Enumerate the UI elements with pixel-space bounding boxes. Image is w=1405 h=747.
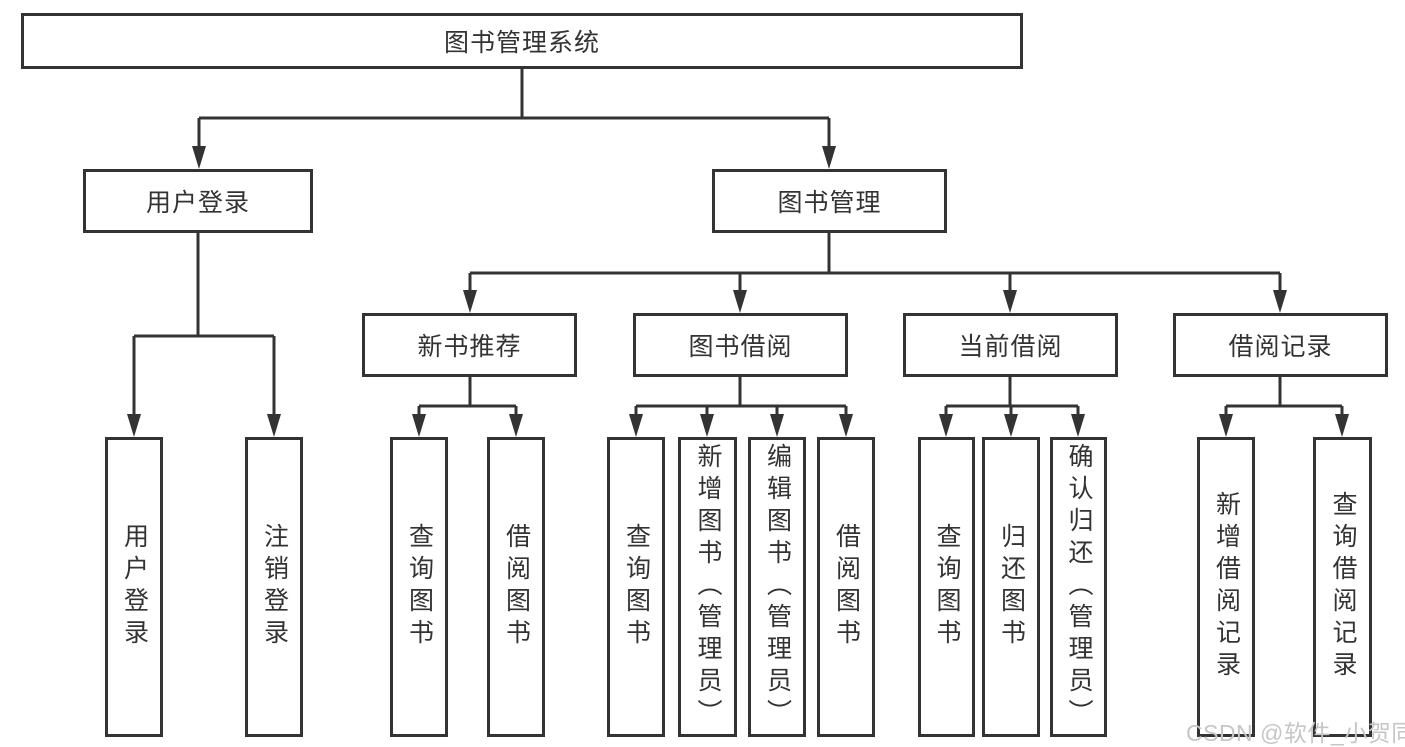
node-current-borrowing: 当前借阅 xyxy=(903,313,1118,377)
arrow-icon xyxy=(733,290,747,313)
leaf-label: 注销登录 xyxy=(260,523,289,651)
leaf-add-books-admin: 新增图书（管理员） xyxy=(678,437,737,737)
leaf-label: 查询图书 xyxy=(933,523,961,651)
leaf-confirm-return-admin: 确认归还（管理员） xyxy=(1050,437,1107,737)
arrow-icon xyxy=(192,146,206,169)
arrow-icon xyxy=(267,414,281,437)
connector-root-to-level2 xyxy=(197,69,831,150)
leaf-label: 查询借阅记录 xyxy=(1329,491,1357,683)
leaf-label: 新增借阅记录 xyxy=(1212,491,1241,683)
leaf-query-borrow-record: 查询借阅记录 xyxy=(1313,437,1372,737)
leaf-user-login: 用户登录 xyxy=(105,437,163,737)
arrow-icon xyxy=(1003,290,1017,313)
leaf-query-books-current: 查询图书 xyxy=(918,437,975,737)
connector-management-to-level3 xyxy=(468,233,1282,293)
leaf-add-borrow-record: 新增借阅记录 xyxy=(1197,437,1255,737)
leaf-label: 查询图书 xyxy=(622,523,651,651)
arrow-icon xyxy=(463,290,477,313)
leaf-borrow-books-borrowing: 借阅图书 xyxy=(817,437,875,737)
arrow-icon xyxy=(700,414,714,437)
connector-records-to-leaves xyxy=(1224,377,1344,417)
arrow-icon xyxy=(770,414,784,437)
leaf-borrow-books-recommend: 借阅图书 xyxy=(487,437,545,737)
node-book-borrowing: 图书借阅 xyxy=(633,313,848,377)
leaf-label: 用户登录 xyxy=(120,523,149,651)
arrow-icon xyxy=(1004,414,1018,437)
leaf-label: 归还图书 xyxy=(997,523,1026,651)
csdn-watermark: CSDN @软件_小贺同学 xyxy=(1186,720,1405,746)
arrow-icon xyxy=(412,414,426,437)
arrow-icon xyxy=(822,146,836,169)
arrow-icon xyxy=(127,414,141,437)
leaf-label: 确认归还（管理员） xyxy=(1065,443,1093,731)
leaf-query-books-borrowing: 查询图书 xyxy=(607,437,665,737)
leaf-edit-books-admin: 编辑图书（管理员） xyxy=(748,437,806,737)
connector-borrowing-to-leaves xyxy=(634,377,848,417)
arrow-icon xyxy=(1071,414,1085,437)
node-new-book-recommend: 新书推荐 xyxy=(362,313,577,377)
connector-login-to-leaves xyxy=(132,233,276,417)
arrow-icon xyxy=(629,414,643,437)
connector-current-to-leaves xyxy=(944,377,1080,417)
arrow-icon xyxy=(509,414,523,437)
node-library-system: 图书管理系统 xyxy=(21,13,1023,69)
connector-newbook-to-leaves xyxy=(417,377,518,417)
leaf-query-books-recommend: 查询图书 xyxy=(390,437,448,737)
leaf-return-books: 归还图书 xyxy=(982,437,1040,737)
arrow-icon xyxy=(839,414,853,437)
node-user-login: 用户登录 xyxy=(83,169,313,233)
arrow-icon xyxy=(939,414,953,437)
leaf-label: 编辑图书（管理员） xyxy=(763,443,792,731)
leaf-label: 借阅图书 xyxy=(502,523,531,651)
leaf-label: 新增图书（管理员） xyxy=(694,443,722,731)
leaf-label: 借阅图书 xyxy=(832,523,861,651)
arrow-icon xyxy=(1335,414,1349,437)
node-book-management: 图书管理 xyxy=(712,169,947,233)
leaf-label: 查询图书 xyxy=(405,523,434,651)
node-borrowing-records: 借阅记录 xyxy=(1173,313,1388,377)
leaf-logout: 注销登录 xyxy=(245,437,303,737)
arrow-icon xyxy=(1273,290,1287,313)
arrow-icon xyxy=(1219,414,1233,437)
